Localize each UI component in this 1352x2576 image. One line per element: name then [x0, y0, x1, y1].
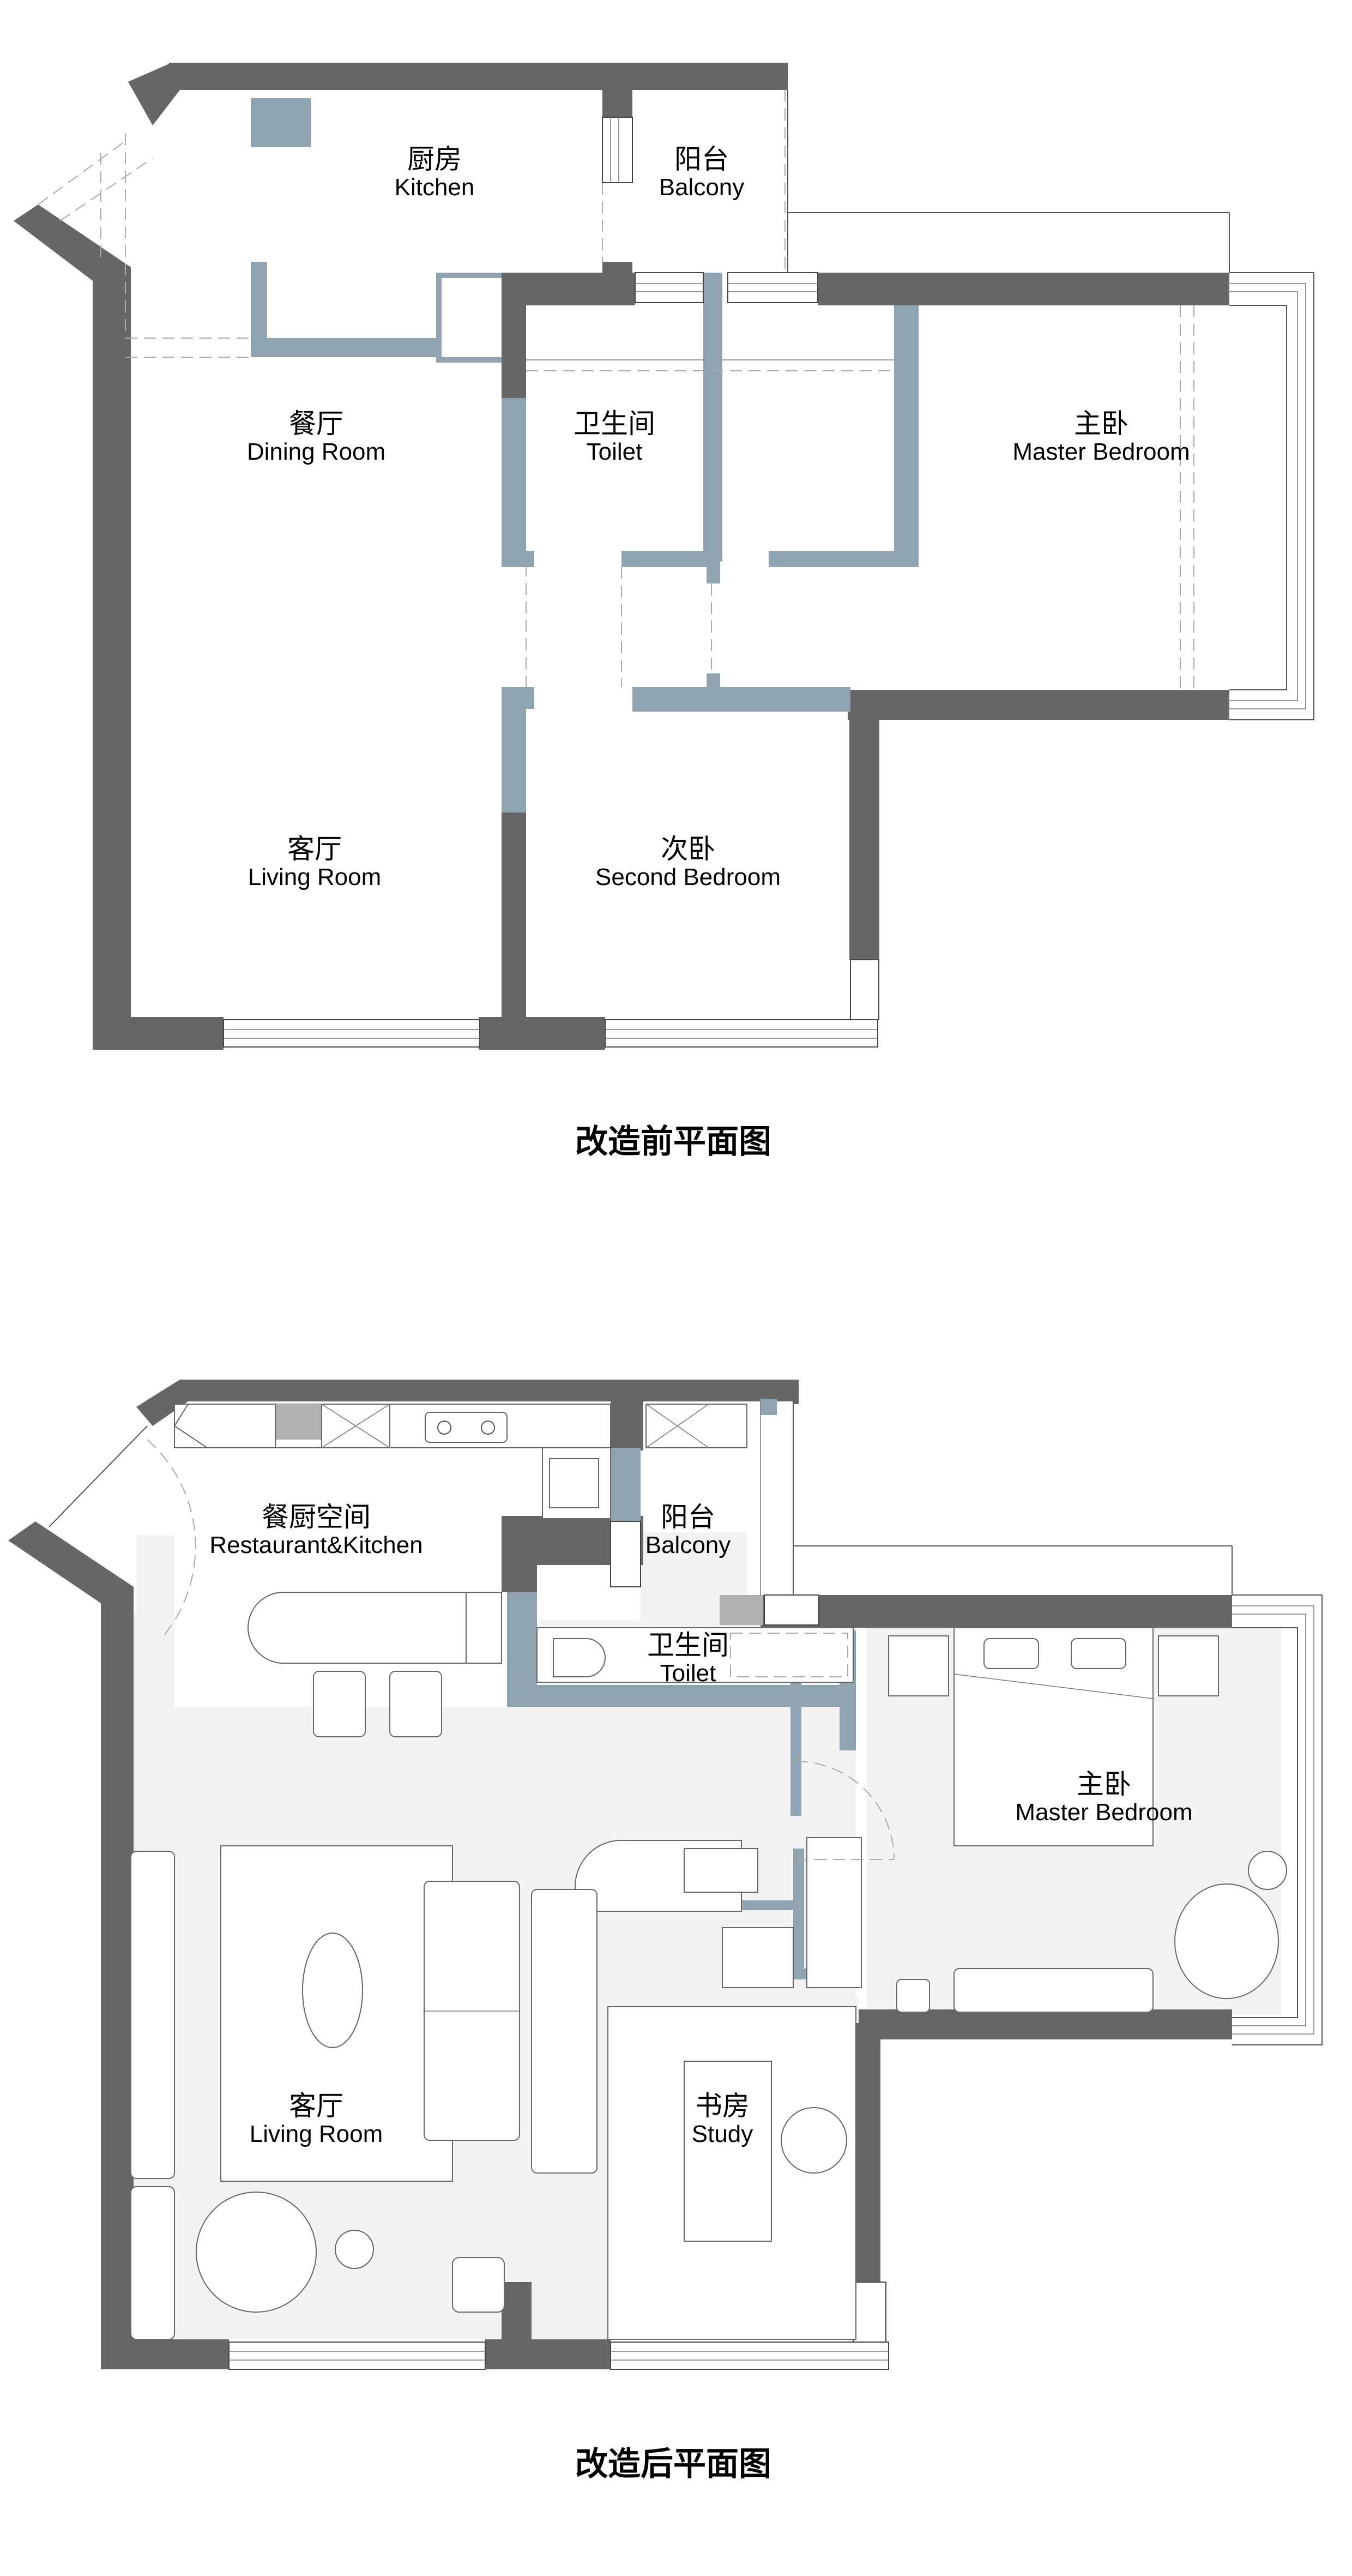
room-label-en: Balcony [659, 174, 745, 201]
before-structural-walls [14, 63, 1229, 1050]
after-windows [49, 1399, 1323, 2370]
before-plan [14, 63, 1314, 1050]
after-plan-caption: 改造后平面图 [575, 2445, 771, 2483]
side-table [335, 2230, 374, 2269]
room-label-zh: 阳台 [660, 1501, 715, 1533]
room-label-master-bedroom: 主卧 Master Bedroom [1012, 409, 1190, 465]
coffee-table [302, 1933, 363, 2048]
room-label-kitchen: 厨房 Kitchen [395, 145, 475, 201]
room-label-master-bedroom: 主卧 Master Bedroom [1015, 1770, 1192, 1826]
room-label-zh: 餐厨空间 [262, 1501, 371, 1533]
room-label-zh: 卫生间 [647, 1629, 729, 1661]
bar-stool-1 [313, 1671, 366, 1737]
room-label-en: Living Room [249, 2121, 383, 2147]
room-label-en: Second Bedroom [595, 864, 781, 890]
room-label-zh: 主卧 [1076, 1768, 1131, 1800]
room-label-living-room: 客厅 Living Room [248, 834, 382, 890]
bedroom-lounge-chair [1174, 1883, 1279, 1999]
cabinet-wall-1 [130, 1851, 175, 2179]
room-label-dining-room: 餐厅 Dining Room [247, 409, 385, 465]
after-partition-walls [507, 1399, 861, 1979]
before-windows [223, 90, 1314, 1048]
cabinet-wall-2 [130, 2186, 175, 2340]
stool [452, 2257, 505, 2313]
room-label-en: Restaurant&Kitchen [209, 1532, 423, 1558]
after-plan [8, 1380, 1323, 2370]
cabinet-stack [466, 1592, 502, 1664]
room-label-zh: 书房 [695, 2090, 750, 2122]
room-label-zh: 客厅 [287, 833, 342, 865]
wardrobe [806, 1837, 862, 1988]
room-label-living-room: 客厅 Living Room [250, 2091, 383, 2147]
burner-right [481, 1421, 495, 1435]
before-plan-caption: 改造前平面图 [575, 1123, 771, 1161]
room-label-en: Toilet [660, 1660, 716, 1687]
washer [645, 1404, 747, 1448]
toilet-bowl [553, 1638, 606, 1677]
room-label-en: Toilet [586, 438, 643, 465]
bedroom-side-table [1248, 1851, 1287, 1890]
room-label-restaurant-kitchen: 餐厨空间 Restaurant&Kitchen [209, 1502, 422, 1558]
stove [425, 1412, 508, 1443]
sink [549, 1458, 599, 1508]
room-label-zh: 次卧 [661, 833, 715, 865]
room-label-en: Living Room [248, 864, 382, 890]
room-label-toilet: 卫生间 Toilet [647, 1630, 729, 1687]
before-partition-walls [251, 98, 919, 812]
corner-cabinet [173, 1404, 276, 1448]
room-label-zh: 卫生间 [574, 408, 655, 440]
room-label-en: Dining Room [246, 438, 386, 465]
room-label-balcony: 阳台 Balcony [645, 1502, 731, 1558]
room-label-en: Balcony [645, 1532, 731, 1558]
room-label-study: 书房 Study [692, 2091, 753, 2147]
room-label-zh: 餐厅 [289, 408, 343, 440]
room-label-en: Study [691, 2121, 753, 2147]
fridge [275, 1404, 322, 1440]
pillow-2 [1071, 1638, 1126, 1669]
lounge-chair [196, 2192, 317, 2313]
ottoman [896, 1979, 930, 2013]
bench [953, 1968, 1154, 2013]
tv-console [531, 1889, 597, 2174]
pillow-1 [983, 1638, 1039, 1669]
bar-stool-2 [389, 1671, 442, 1737]
room-label-en: Kitchen [394, 174, 475, 201]
nightstand-left [888, 1635, 949, 1696]
vanity-sink [684, 1848, 758, 1893]
room-label-balcony: 阳台 Balcony [659, 145, 745, 201]
burner-left [437, 1421, 451, 1435]
room-label-zh: 厨房 [407, 143, 462, 175]
before-dashed-lines [38, 90, 1194, 690]
room-label-zh: 客厅 [289, 2090, 343, 2122]
nightstand-right [1158, 1635, 1219, 1696]
wardrobe-small [722, 1927, 794, 1988]
room-label-toilet: 卫生间 Toilet [574, 409, 655, 465]
after-furniture [130, 1404, 1287, 2340]
after-structural-walls [8, 1380, 1232, 2369]
room-label-en: Master Bedroom [1015, 1799, 1193, 1826]
room-label-zh: 主卧 [1073, 408, 1128, 440]
room-label-zh: 阳台 [674, 143, 729, 175]
room-label-second-bedroom: 次卧 Second Bedroom [595, 834, 781, 890]
room-label-en: Master Bedroom [1012, 438, 1190, 465]
shower [730, 1633, 848, 1677]
dining-island [248, 1592, 467, 1664]
study-chair [781, 2107, 847, 2174]
study-desk [684, 2061, 772, 2242]
